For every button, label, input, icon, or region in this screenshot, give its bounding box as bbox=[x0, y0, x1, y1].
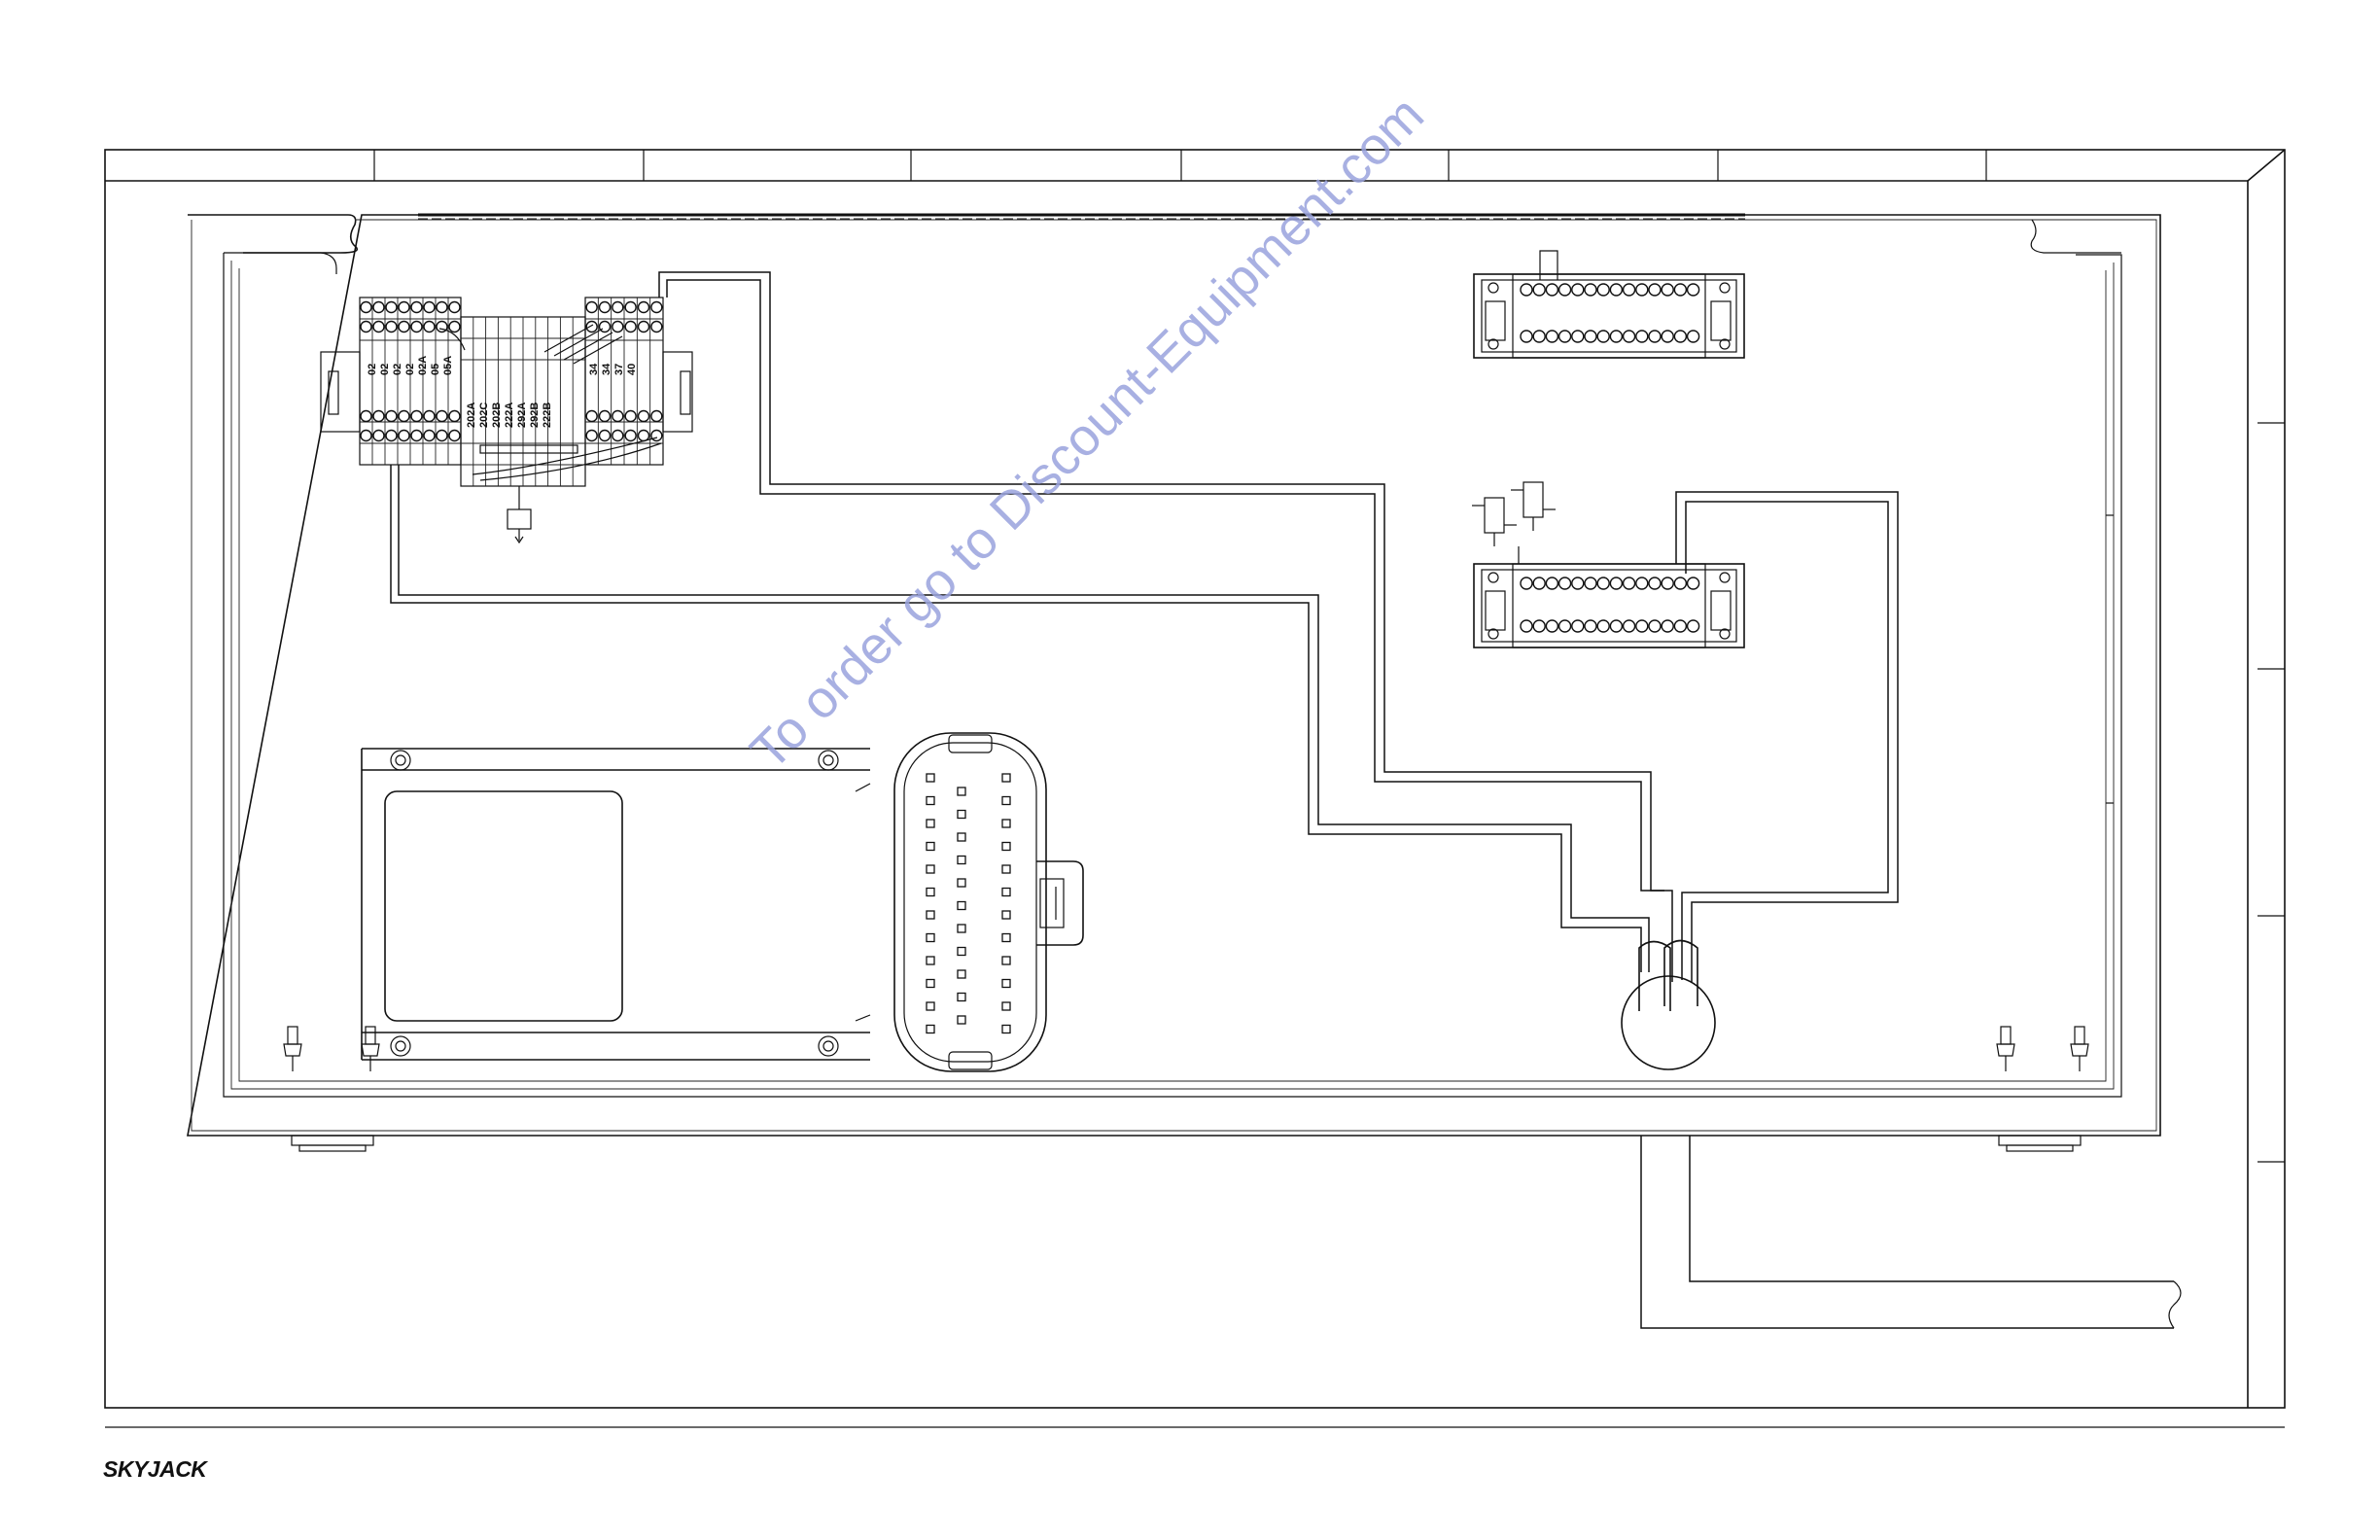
connector-lower bbox=[1474, 564, 1744, 648]
ground-studs bbox=[284, 1027, 2088, 1071]
mounting-screws bbox=[391, 751, 838, 1056]
terminal-label: 02 bbox=[404, 364, 416, 375]
terminal-label: 05 bbox=[430, 364, 441, 375]
terminal-label: 222B bbox=[542, 402, 553, 428]
terminal-label: 02 bbox=[379, 364, 391, 375]
terminal-label: 02 bbox=[367, 364, 378, 375]
terminal-label: 202B bbox=[491, 402, 503, 428]
connector-upper bbox=[1474, 251, 1744, 358]
terminal-label: 202A bbox=[466, 402, 477, 428]
terminal-label: 40 bbox=[626, 364, 638, 375]
terminal-label: 34 bbox=[601, 363, 612, 375]
terminal-label: 292B bbox=[529, 402, 541, 428]
terminal-label: 37 bbox=[613, 364, 625, 375]
terminal-label: 292A bbox=[516, 402, 528, 428]
brand-logo: SKYJACK bbox=[103, 1456, 206, 1483]
terminal-label: 02 bbox=[392, 364, 403, 375]
control-module bbox=[362, 749, 870, 1060]
terminal-label: 222A bbox=[504, 402, 515, 428]
terminal-label: 34 bbox=[588, 363, 600, 375]
terminal-label: 05A bbox=[442, 356, 454, 375]
terminal-label: 02A bbox=[417, 356, 429, 375]
multi-pin-connector bbox=[894, 733, 1083, 1071]
terminal-label: 202C bbox=[478, 402, 490, 428]
diode-components bbox=[1472, 482, 1556, 564]
